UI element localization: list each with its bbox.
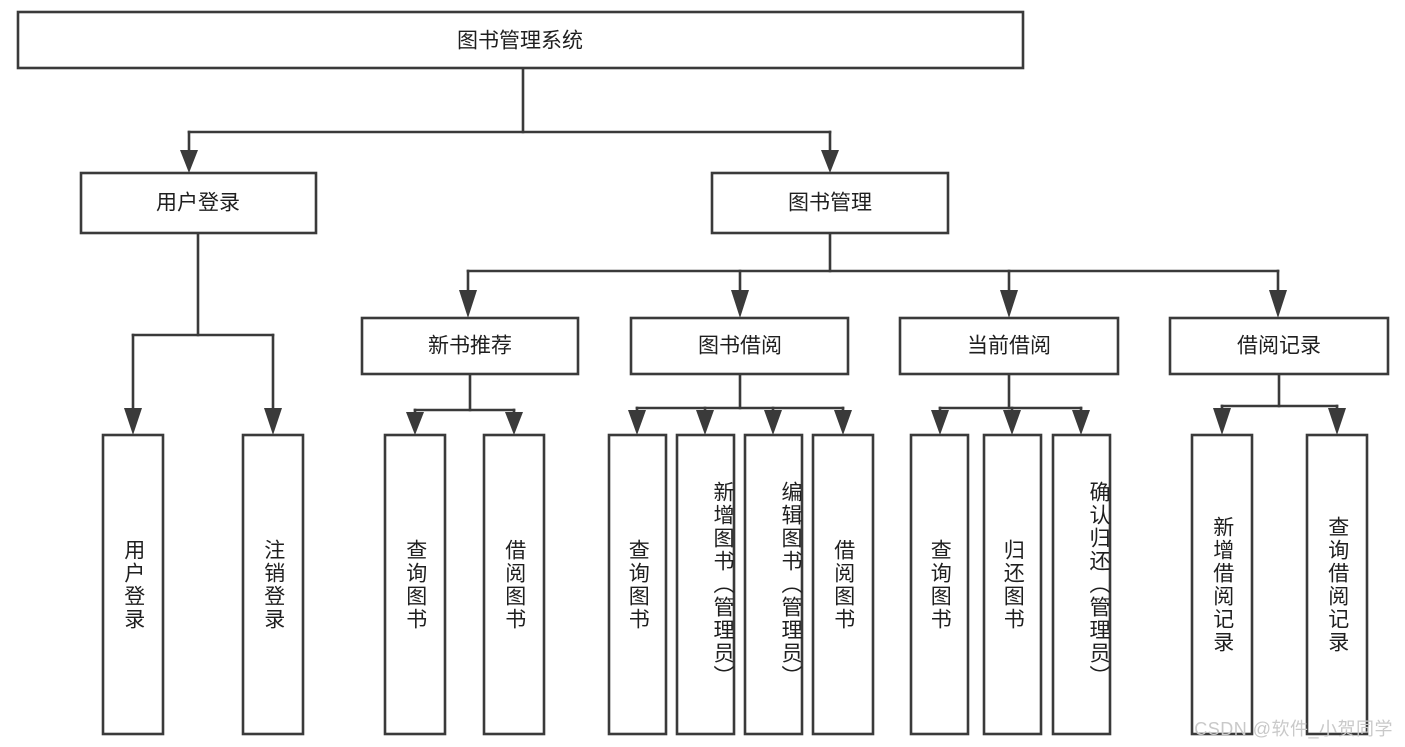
watermark-text: CSDN @软件_小贺同学	[1194, 719, 1393, 739]
node-leaf-return-book-box[interactable]	[982, 433, 1043, 736]
node-borrow-record-label: 借阅记录	[1237, 335, 1321, 358]
node-book-borrow-box[interactable]	[629, 316, 850, 376]
arrow-head-borrow-record	[1269, 290, 1287, 318]
node-leaf-query-book-2-box[interactable]	[607, 433, 668, 736]
arrow-head-leaf-add-record	[1213, 408, 1231, 435]
node-leaf-query-book-3-box[interactable]	[909, 433, 970, 736]
arrow-head-leaf-query-book-2	[628, 410, 646, 435]
node-current-borrow[interactable]: 当前借阅	[898, 316, 1120, 376]
arrow-head-leaf-borrow-book-2	[834, 410, 852, 435]
node-book-borrow-label: 图书借阅	[698, 335, 782, 358]
leaf-boxes-group	[101, 433, 1369, 736]
arrow-head-leaf-user-login	[124, 408, 142, 435]
node-leaf-user-login-label: 用户登录	[121, 538, 145, 631]
node-leaf-add-book-box[interactable]	[675, 433, 736, 736]
node-leaf-user-login-box[interactable]	[101, 433, 165, 736]
node-leaf-query-record-label: 查询借阅记录	[1325, 515, 1349, 654]
node-leaf-query-book-2-label: 查询图书	[626, 538, 650, 631]
connector-group-root	[180, 66, 839, 173]
node-book-borrow[interactable]: 图书借阅	[629, 316, 850, 376]
node-leaf-edit-book-box[interactable]	[743, 433, 804, 736]
arrow-head-new-book-recommend	[459, 290, 477, 318]
node-leaf-return-book-label: 归还图书	[1001, 538, 1025, 631]
node-leaf-add-record-box[interactable]	[1190, 433, 1254, 736]
node-book-manage[interactable]: 图书管理	[710, 171, 950, 235]
node-user-login-label: 用户登录	[156, 192, 240, 215]
node-current-borrow-label: 当前借阅	[967, 335, 1051, 358]
connector-group-current-borrow	[931, 372, 1090, 435]
node-leaf-query-record-box[interactable]	[1305, 433, 1369, 736]
node-leaf-borrow-book-2-label: 借阅图书	[831, 538, 855, 631]
node-root-label: 图书管理系统	[457, 30, 583, 53]
node-book-manage-box[interactable]	[710, 171, 950, 235]
node-leaf-borrow-book-1-label: 借阅图书	[502, 538, 526, 631]
node-new-book-recommend-box[interactable]	[360, 316, 580, 376]
node-new-book-recommend-label: 新书推荐	[428, 335, 512, 358]
arrow-head-user-login	[180, 150, 198, 173]
arrow-head-current-borrow	[1000, 290, 1018, 318]
node-user-login[interactable]: 用户登录	[79, 171, 318, 235]
node-borrow-record[interactable]: 借阅记录	[1168, 316, 1390, 376]
node-leaf-edit-book-label: 编辑图书（管理员）	[779, 481, 802, 688]
connector-group-user-login	[124, 231, 282, 435]
node-root-box[interactable]	[16, 10, 1025, 70]
node-leaf-user-logout-box[interactable]	[241, 433, 305, 736]
arrow-head-book-borrow	[731, 290, 749, 318]
arrow-head-leaf-borrow-book-1	[505, 412, 523, 435]
node-leaf-query-book-1-label: 查询图书	[403, 538, 427, 631]
arrow-head-book-manage	[821, 150, 839, 173]
node-leaf-user-logout-label: 注销登录	[261, 538, 285, 631]
connector-group-new-book-recommend	[406, 372, 523, 435]
node-leaf-confirm-return-label: 确认归还（管理员）	[1087, 481, 1110, 688]
arrow-head-leaf-query-book-1	[406, 412, 424, 435]
node-leaf-add-book-label: 新增图书（管理员）	[711, 481, 734, 688]
arrow-head-leaf-query-book-3	[931, 410, 949, 435]
node-leaf-add-record-label: 新增借阅记录	[1210, 515, 1234, 654]
node-root[interactable]: 图书管理系统	[16, 10, 1025, 70]
connector-group-borrow-record	[1213, 372, 1346, 435]
arrow-head-leaf-return-book	[1003, 410, 1021, 435]
node-leaf-borrow-book-1-box[interactable]	[482, 433, 546, 736]
node-new-book-recommend[interactable]: 新书推荐	[360, 316, 580, 376]
arrow-head-leaf-user-logout	[264, 408, 282, 435]
node-book-manage-label: 图书管理	[788, 192, 872, 215]
node-leaf-borrow-book-2-box[interactable]	[811, 433, 875, 736]
connector-group-book-borrow	[628, 372, 852, 435]
node-borrow-record-box[interactable]	[1168, 316, 1390, 376]
node-current-borrow-box[interactable]	[898, 316, 1120, 376]
arrow-head-leaf-add-book	[696, 410, 714, 435]
arrow-head-leaf-confirm-return	[1072, 410, 1090, 435]
node-leaf-query-book-3-label: 查询图书	[928, 538, 952, 631]
node-user-login-box[interactable]	[79, 171, 318, 235]
node-leaf-query-book-1-box[interactable]	[383, 433, 447, 736]
connector-group-book-manage	[459, 231, 1287, 318]
node-leaf-confirm-return-box[interactable]	[1051, 433, 1112, 736]
arrow-head-leaf-query-record	[1328, 408, 1346, 435]
arrow-head-leaf-edit-book	[764, 410, 782, 435]
